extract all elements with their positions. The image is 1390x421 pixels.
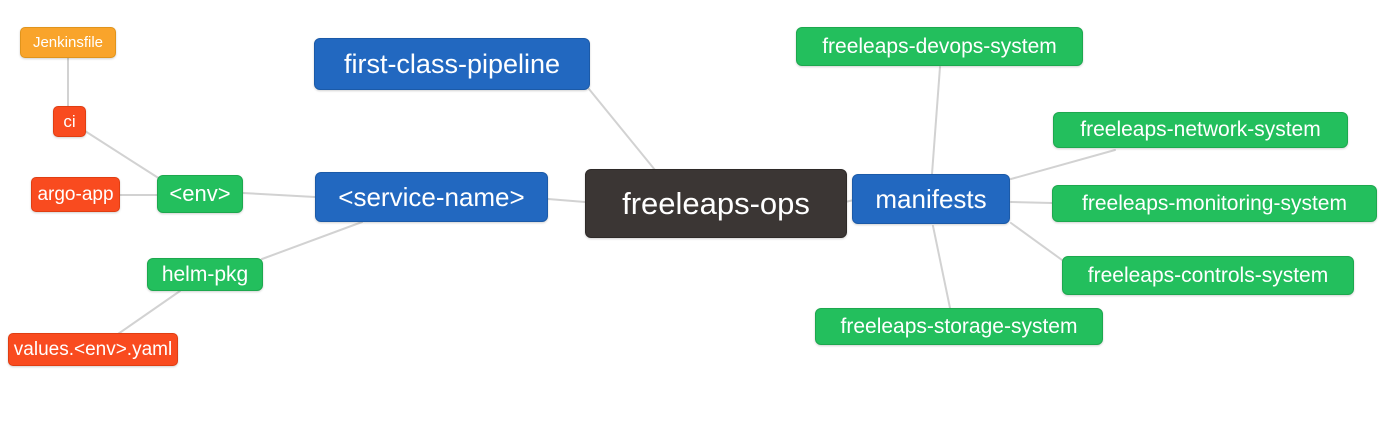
edge-manifests-network <box>1010 149 1116 180</box>
edge-manifests-controls <box>1010 222 1063 261</box>
node-helm-pkg[interactable]: helm-pkg <box>147 258 263 291</box>
edge-pipeline-root <box>588 88 656 171</box>
edge-env-service-name <box>242 192 316 198</box>
node-jenkinsfile[interactable]: Jenkinsfile <box>20 27 116 58</box>
node-freeleaps-monitoring-system[interactable]: freeleaps-monitoring-system <box>1052 185 1377 222</box>
edge-service-name-helm-pkg <box>261 221 363 260</box>
node-freeleaps-devops-system[interactable]: freeleaps-devops-system <box>796 27 1083 66</box>
node-ci[interactable]: ci <box>53 106 86 137</box>
edge-manifests-storage <box>932 225 951 309</box>
node-root-freeleaps-ops[interactable]: freeleaps-ops <box>585 169 847 238</box>
node-service-name[interactable]: <service-name> <box>315 172 548 222</box>
node-argo-app[interactable]: argo-app <box>31 177 120 212</box>
node-freeleaps-network-system[interactable]: freeleaps-network-system <box>1053 112 1348 148</box>
node-values-env-yaml[interactable]: values.<env>.yaml <box>8 333 178 366</box>
edge-service-name-root <box>547 198 586 203</box>
node-env[interactable]: <env> <box>157 175 243 213</box>
edge-manifests-devops <box>931 66 941 175</box>
node-freeleaps-storage-system[interactable]: freeleaps-storage-system <box>815 308 1103 345</box>
edge-ci-env <box>84 130 161 180</box>
edge-helm-pkg-values <box>117 290 181 335</box>
edge-manifests-monitoring <box>1010 201 1053 204</box>
node-freeleaps-controls-system[interactable]: freeleaps-controls-system <box>1062 256 1354 295</box>
node-manifests[interactable]: manifests <box>852 174 1010 224</box>
node-first-class-pipeline[interactable]: first-class-pipeline <box>314 38 590 90</box>
